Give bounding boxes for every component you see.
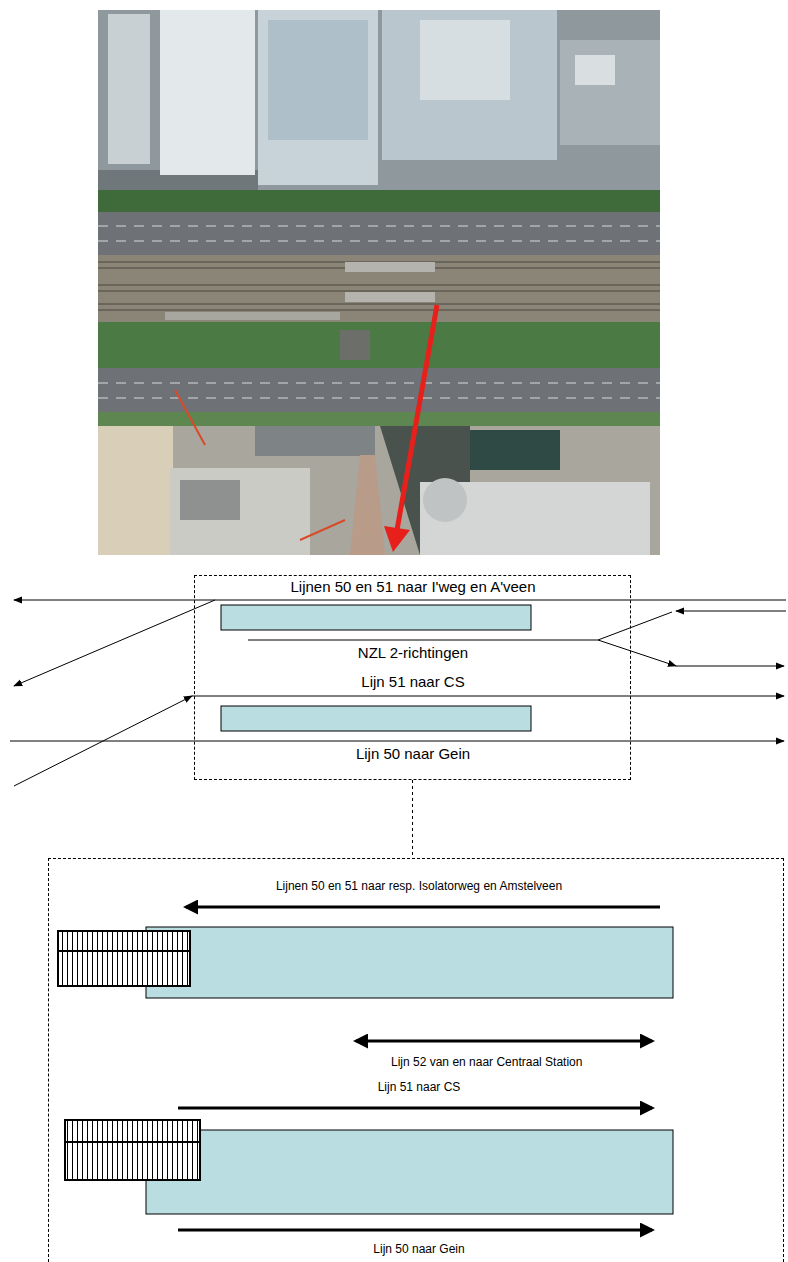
lane-line [98,398,660,399]
lane-line [98,226,660,227]
building [258,10,378,185]
building-roof [180,480,240,520]
ground [98,426,660,555]
route-label: Lijn 52 van en naar Centraal Station [389,1055,584,1069]
direction-arrow [178,1107,652,1110]
route-panel: Lijnen 50 en 51 naar I'weg en A'veenNZL … [194,575,631,780]
platform [146,927,673,998]
direction-arrow [186,906,660,909]
green-strip [98,412,660,426]
station-platform [165,312,340,320]
route-label: Lijn 50 naar Gein [354,745,472,763]
track-arrow [14,600,215,686]
platform [146,1130,673,1214]
route-label: Lijnen 50 en 51 naar resp. Isolatorweg e… [274,879,564,893]
building-block [98,10,660,190]
plaza [350,455,385,555]
building [255,426,375,456]
construction-site [98,426,173,555]
water [470,430,560,470]
station-roof [345,262,435,272]
station-roof [345,292,435,302]
direction-arrow [178,1229,652,1232]
building [340,330,370,360]
building [160,10,255,175]
aerial-photo [98,10,660,555]
route-label: Lijn 51 naar CS [359,673,466,691]
track-line [598,612,672,640]
red-arrowhead [384,526,410,552]
route-panel: Lijnen 50 en 51 naar resp. Isolatorweg e… [48,858,784,1262]
highway [98,212,660,255]
track-arrow [676,666,784,667]
building-roof [575,55,615,85]
direction-arrows [178,907,660,1230]
platform [221,605,531,630]
building [382,10,557,160]
lane-line [98,241,660,242]
track-arrow [192,696,784,697]
track-arrow [598,640,676,666]
platform [221,706,531,731]
route-label: Lijn 51 naar CS [376,1080,463,1094]
stairs-divider [58,950,190,952]
tree-strip [98,190,660,212]
route-label: Lijn 50 naar Gein [371,1242,466,1256]
building [170,468,310,555]
track-arrow [14,600,786,601]
building [108,14,150,164]
stairs-divider [65,1141,200,1143]
track-lines [10,600,786,786]
track-arrow [676,611,786,612]
track-line [248,640,598,641]
red-arrow [397,305,437,530]
photo-ground [98,10,660,555]
lane-line [98,383,660,384]
building-roof [420,20,510,100]
crane [175,390,205,445]
rails [98,262,660,310]
route-label: NZL 2-richtingen [356,644,470,662]
tree-strip [98,322,660,368]
railway [98,255,660,322]
route-label: Lijnen 50 en 51 naar I'weg en A'veen [288,578,537,596]
connector-line [412,780,413,858]
direction-arrow [356,1040,652,1043]
building-roof [268,20,368,140]
crane [300,520,345,540]
stairs-symbol [58,931,190,986]
building-roof [423,478,467,522]
track-arrow [10,741,784,742]
building [560,40,660,145]
stairs-symbol [65,1120,200,1180]
